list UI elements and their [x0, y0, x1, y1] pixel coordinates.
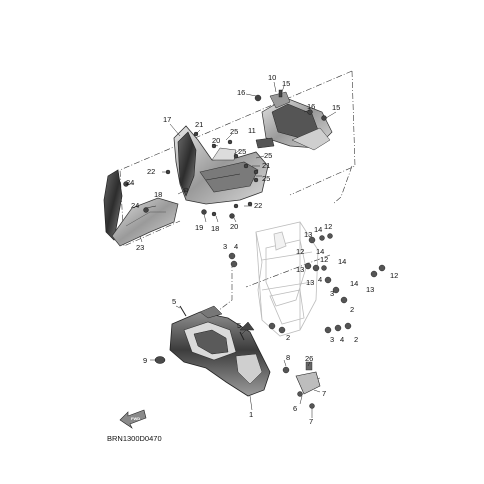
callout-14: 14 [338, 257, 346, 266]
callout-13: 13 [296, 265, 304, 274]
callout-3: 3 [330, 289, 334, 298]
upper-cowling [173, 125, 269, 205]
callout-7: 7 [309, 417, 313, 426]
callout-12: 12 [390, 271, 398, 280]
grommet-11 [255, 137, 275, 149]
callout-12: 12 [296, 247, 304, 256]
callout-2: 2 [350, 305, 354, 314]
callout-25: 25 [238, 147, 246, 156]
callout-9: 9 [143, 356, 147, 365]
callout-6: 6 [293, 404, 297, 413]
callout-25: 25 [230, 127, 238, 136]
callout-15: 15 [332, 103, 340, 112]
callout-12: 12 [324, 222, 332, 231]
frame-fasteners [228, 233, 386, 334]
side-panel-24 [103, 169, 123, 241]
cap-9 [154, 356, 166, 364]
callout-21: 21 [262, 161, 270, 170]
callout-20: 20 [212, 136, 220, 145]
bracket-assembly [282, 361, 321, 409]
callout-8: 8 [286, 353, 290, 362]
callout-10: 10 [268, 73, 276, 82]
callout-2: 2 [286, 333, 290, 342]
callout-7: 7 [322, 389, 326, 398]
callout-20: 20 [230, 222, 238, 231]
callout-13: 13 [306, 278, 314, 287]
callout-19: 19 [195, 223, 203, 232]
callout-15: 15 [282, 79, 290, 88]
callout-14: 14 [316, 247, 324, 256]
callout-24: 24 [126, 178, 134, 187]
callout-labels: 10 15 16 16 15 17 21 25 11 20 25 25 22 2… [126, 73, 398, 426]
callout-2: 2 [354, 335, 358, 344]
callout-4: 4 [318, 275, 322, 284]
callout-21: 21 [195, 120, 203, 129]
lower-panel-23 [111, 197, 179, 247]
frame-outline [255, 221, 319, 337]
callout-3: 3 [223, 242, 227, 251]
fuel-tank [169, 305, 271, 397]
callout-4: 4 [234, 242, 238, 251]
diagram-code: BRN1300D0470 [107, 434, 162, 443]
callout-23: 23 [136, 243, 144, 252]
leader-lines [126, 81, 337, 418]
callout-5: 5 [172, 297, 176, 306]
callout-16: 16 [307, 102, 315, 111]
callout-18: 18 [211, 224, 219, 233]
front-direction-arrow: FWD [119, 409, 147, 429]
callout-13: 13 [304, 230, 312, 239]
callout-22: 22 [254, 201, 262, 210]
callout-25: 25 [264, 151, 272, 160]
callout-14: 14 [314, 225, 322, 234]
callout-17: 17 [163, 115, 171, 124]
callout-18: 18 [154, 190, 162, 199]
callout-3: 3 [330, 335, 334, 344]
callout-22: 22 [147, 167, 155, 176]
callout-25: 25 [262, 174, 270, 183]
callout-13: 13 [366, 285, 374, 294]
meter-bracket [261, 97, 333, 151]
callout-4: 4 [340, 335, 344, 344]
callout-1: 1 [249, 410, 253, 419]
bolts-5 [179, 305, 245, 341]
callout-5: 5 [237, 321, 241, 330]
callout-14: 14 [350, 279, 358, 288]
callout-11: 11 [248, 126, 256, 135]
callout-16: 16 [237, 88, 245, 97]
callout-12: 12 [320, 255, 328, 264]
front-arrow-label: FWD [131, 416, 140, 421]
callout-24: 24 [131, 201, 139, 210]
callout-26: 26 [305, 354, 313, 363]
